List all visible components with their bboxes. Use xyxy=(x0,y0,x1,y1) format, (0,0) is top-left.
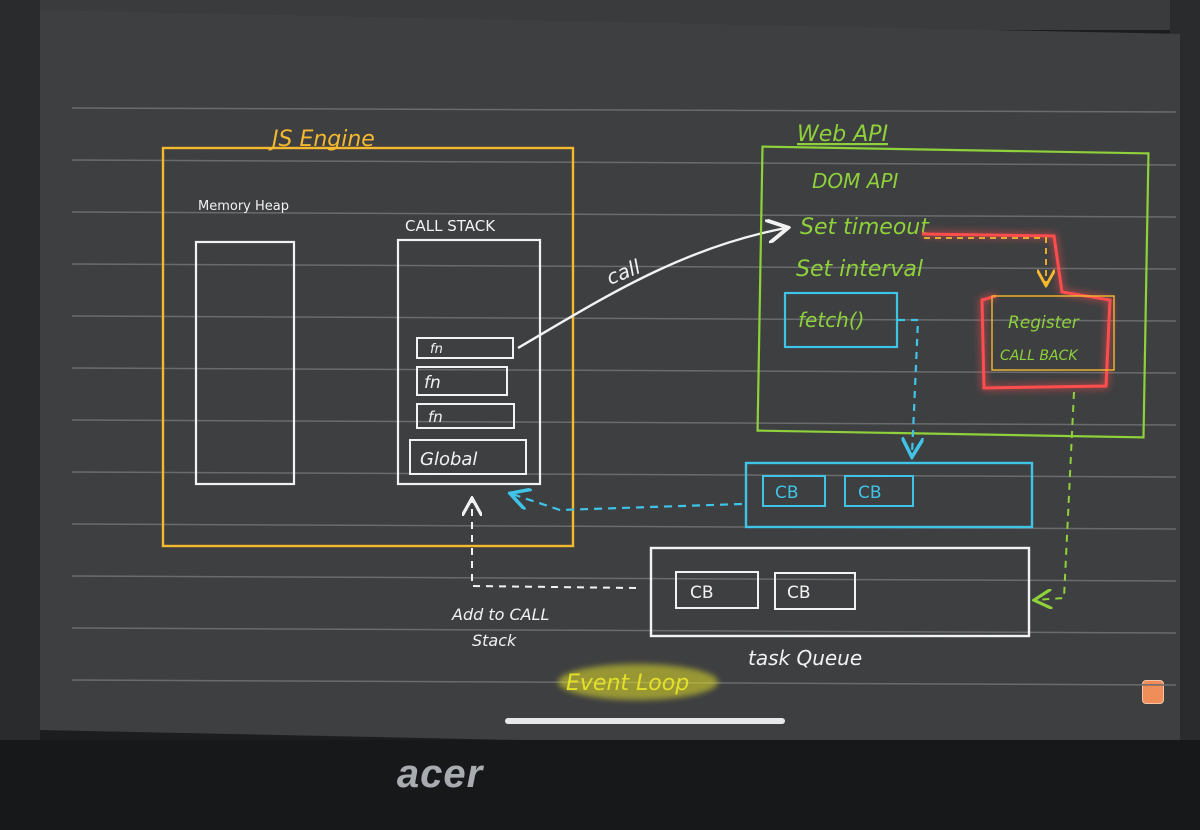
register-callback-group: Register CALL BACK xyxy=(921,232,1115,390)
event-loop-label: Event Loop xyxy=(566,671,689,696)
stack-frame-label: fn xyxy=(428,408,443,426)
event-loop-highlight xyxy=(558,664,718,700)
js-engine-group: JS Engine Memory Heap CALL STACK fn fn f… xyxy=(161,127,575,548)
register-callback-outline xyxy=(921,232,1112,390)
fetch-box xyxy=(783,291,899,349)
stack-frame xyxy=(416,366,508,396)
fetch-label: fetch() xyxy=(798,308,864,332)
microtask-cb-box xyxy=(762,475,826,507)
register-callback-box xyxy=(991,295,1115,371)
set-interval-label: Set interval xyxy=(796,257,923,282)
timeout-to-register-arrow xyxy=(924,237,1046,284)
microtask-queue-group: CB CB xyxy=(744,461,1034,529)
add-to-stack-label-line1: Add to CALL xyxy=(451,605,549,624)
monitor-bezel-left xyxy=(0,0,40,740)
register-label: Register xyxy=(1008,313,1080,333)
task-queue-group: CB CB task Queue xyxy=(649,546,1031,670)
fetch-to-microtask-arrow xyxy=(898,318,918,455)
set-timeout-label: Set timeout xyxy=(800,215,930,240)
brand-logo: acer xyxy=(396,752,484,796)
web-api-title: Web API xyxy=(797,122,888,147)
task-cb-box xyxy=(774,572,856,610)
web-api-group: Web API DOM API Set timeout Set interval… xyxy=(756,122,1150,439)
memory-heap-label: Memory Heap xyxy=(198,199,289,214)
stack-frame xyxy=(416,403,515,429)
stack-frame-label: fn xyxy=(430,342,443,357)
task-queue-label: task Queue xyxy=(748,646,862,670)
microtask-to-stack-arrow xyxy=(512,494,743,512)
stack-frame-global xyxy=(409,439,527,475)
home-indicator[interactable] xyxy=(505,718,785,724)
microtask-cb-label: CB xyxy=(858,483,882,503)
web-api-box xyxy=(756,145,1150,439)
call-stack-box xyxy=(396,238,542,486)
dom-api-label: DOM API xyxy=(812,169,898,193)
stack-frame-global-label: Global xyxy=(420,449,477,470)
js-engine-box xyxy=(161,146,575,548)
task-cb-box xyxy=(675,571,759,609)
callback-label: CALL BACK xyxy=(1000,348,1079,364)
task-queue-box xyxy=(649,546,1031,638)
task-cb-label: CB xyxy=(690,583,714,603)
event-loop-group: Event Loop xyxy=(558,664,718,700)
register-to-task-queue-arrow xyxy=(1036,391,1075,600)
ruled-lines xyxy=(71,107,1177,686)
stack-frame-label: fn xyxy=(424,373,441,393)
monitor-bezel-bottom xyxy=(0,740,1200,830)
stack-frame xyxy=(416,337,514,359)
memory-heap-box xyxy=(194,240,296,486)
call-stack-label: CALL STACK xyxy=(405,217,496,235)
call-arrow xyxy=(517,228,786,350)
call-arrow-label: call xyxy=(603,254,644,289)
task-queue-to-stack-arrow xyxy=(472,500,637,589)
microtask-queue-box xyxy=(744,461,1034,529)
add-to-stack-label-line2: Stack xyxy=(472,631,517,650)
microtask-cb-label: CB xyxy=(775,483,799,503)
microtask-cb-box xyxy=(844,475,914,507)
task-cb-label: CB xyxy=(787,583,811,603)
app-corner-icon[interactable] xyxy=(1142,680,1164,704)
